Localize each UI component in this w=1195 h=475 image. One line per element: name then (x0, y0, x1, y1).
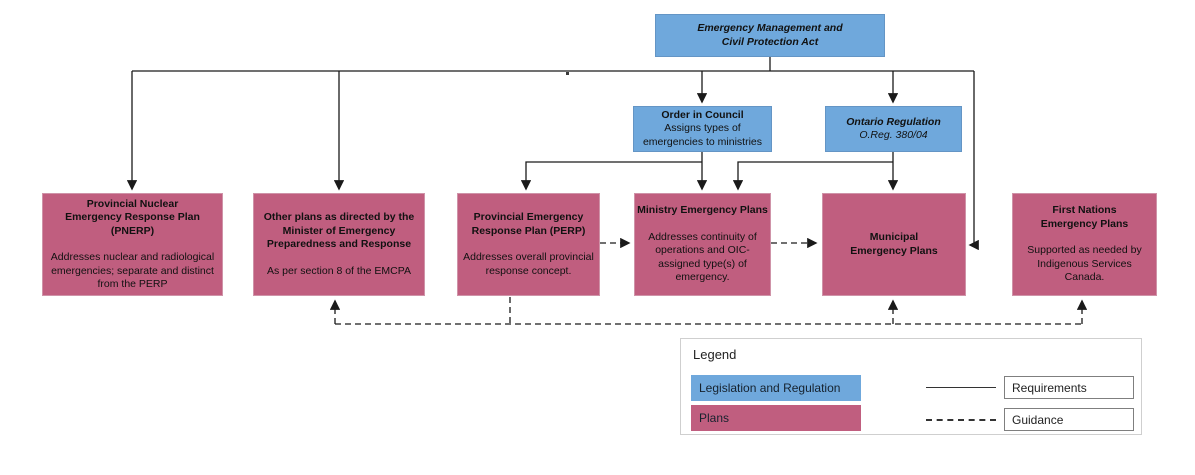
box-ontario-regulation: Ontario Regulation O.Reg. 380/04 (825, 106, 962, 152)
legend-swatch-legislation-label: Legislation and Regulation (699, 381, 841, 395)
connector-ontreg-to-ministry (732, 161, 893, 191)
box-first-nations-plans: First Nations Emergency Plans Supported … (1012, 193, 1157, 296)
connector-emcpa-to-municipal-right (968, 71, 979, 251)
box-perp: Provincial Emergency Response Plan (PERP… (457, 193, 600, 296)
perp-title: Provincial Emergency Response Plan (PERP… (471, 211, 586, 237)
order-in-council-title: Order in Council (661, 108, 744, 121)
box-other-plans: Other plans as directed by the Minister … (253, 193, 425, 296)
legend: Legend Legislation and Regulation Plans … (680, 338, 1142, 435)
first-nations-plans-title: First Nations Emergency Plans (1040, 204, 1129, 230)
legend-swatch-legislation: Legislation and Regulation (691, 375, 861, 401)
legend-title: Legend (693, 347, 737, 362)
legend-solid-line-sample (926, 387, 996, 388)
legend-dashed-line-sample (926, 419, 996, 421)
box-ministry-plans: Ministry Emergency Plans Addresses conti… (634, 193, 771, 296)
perp-body: Addresses overall provincial response co… (463, 251, 594, 277)
stray-mark (566, 72, 569, 75)
pnerp-title: Provincial Nuclear Emergency Response Pl… (65, 197, 200, 237)
ontario-regulation-body: O.Reg. 380/04 (859, 129, 928, 141)
box-order-in-council: Order in Council Assigns types of emerge… (633, 106, 772, 152)
legend-guidance-box: Guidance (1004, 408, 1134, 431)
other-plans-title: Other plans as directed by the Minister … (263, 211, 415, 250)
legend-swatch-plans-label: Plans (699, 411, 730, 425)
legend-guidance-label: Guidance (1012, 412, 1064, 427)
emcpa-title: Emergency Management and Civil Protectio… (697, 22, 843, 48)
box-municipal-plans: Municipal Emergency Plans (822, 193, 966, 296)
ontario-regulation-title: Ontario Regulation (846, 115, 941, 128)
order-in-council-body: Assigns types of emergencies to ministri… (642, 122, 763, 148)
pnerp-body: Addresses nuclear and radiological emerg… (50, 251, 215, 290)
first-nations-plans-body: Supported as needed by Indigenous Servic… (1027, 244, 1142, 284)
municipal-plans-title: Municipal Emergency Plans (850, 231, 938, 257)
box-pnerp: Provincial Nuclear Emergency Response Pl… (42, 193, 223, 296)
other-plans-body: As per section 8 of the EMCPA (267, 264, 411, 277)
connector-oic-to-perp (520, 161, 702, 191)
legend-requirements-label: Requirements (1012, 380, 1087, 395)
legend-swatch-plans: Plans (691, 405, 861, 431)
legend-requirements-box: Requirements (1004, 376, 1134, 399)
ministry-plans-title: Ministry Emergency Plans (637, 204, 768, 217)
box-emcpa: Emergency Management and Civil Protectio… (655, 14, 885, 57)
ministry-plans-body: Addresses continuity of operations and O… (648, 230, 757, 284)
